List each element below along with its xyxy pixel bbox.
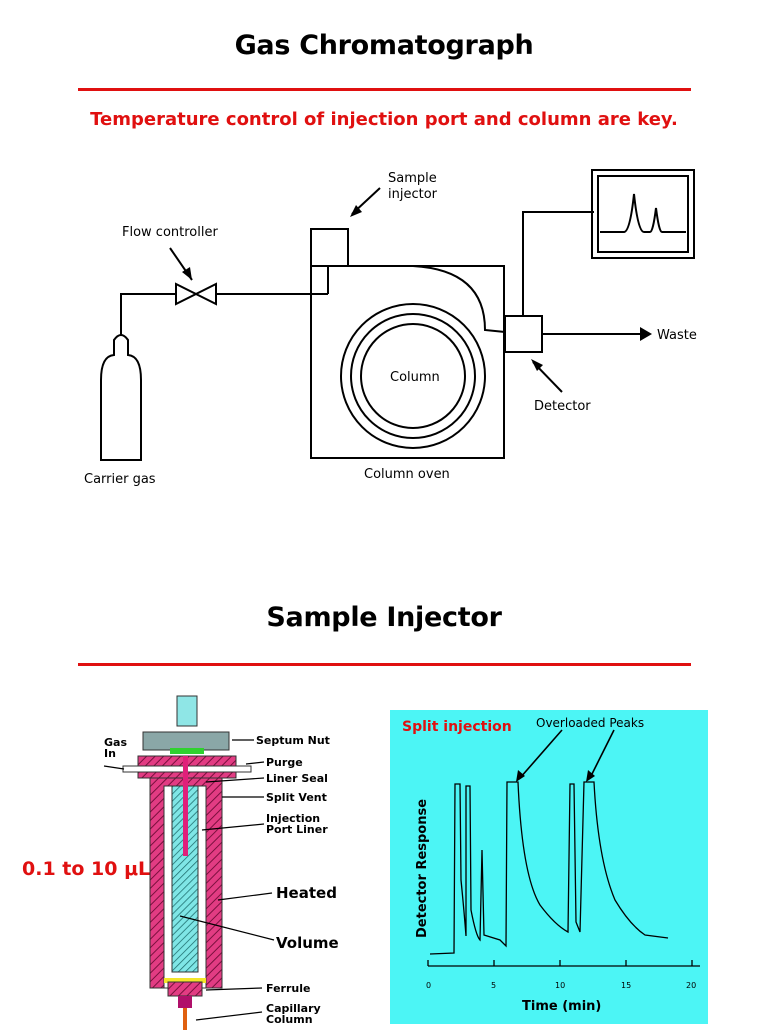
- detector-label: Detector: [534, 399, 591, 414]
- svg-text:Column: Column: [266, 1013, 313, 1026]
- title-divider: [78, 88, 691, 91]
- heated-label: Heated: [276, 884, 337, 902]
- waste-arrowhead: [640, 327, 652, 341]
- port-liner-label: Injection: [266, 812, 320, 825]
- sample-injector-label: Sample: [388, 171, 437, 186]
- x-axis-label: Time (min): [522, 999, 601, 1014]
- svg-text:5: 5: [491, 981, 496, 990]
- septum-nut: [142, 731, 230, 751]
- slide-title-2: Sample Injector: [266, 602, 502, 633]
- split-injection-label: Split injection: [402, 719, 512, 735]
- gas-cylinder: [100, 334, 142, 461]
- ferrule: [167, 981, 203, 997]
- svg-text:15: 15: [621, 981, 631, 990]
- liner-seal-label: Liner Seal: [266, 772, 328, 785]
- carrier-gas-label: Carrier gas: [84, 472, 156, 487]
- capillary-column: [183, 1008, 187, 1030]
- volume-note: 0.1 to 10 μL: [22, 858, 151, 880]
- split-injection-chromatogram: Split injection Overloaded Peaks Detecto…: [390, 710, 708, 1024]
- svg-text:10: 10: [555, 981, 565, 990]
- split-vent-label: Split Vent: [266, 791, 327, 804]
- svg-text:Port Liner: Port Liner: [266, 823, 328, 836]
- chromatogram-trace: [429, 781, 669, 955]
- svg-text:In: In: [104, 747, 116, 760]
- recorder-monitor-outer: [591, 169, 695, 259]
- title-divider-2: [78, 663, 691, 666]
- monitor-peaks: [600, 193, 686, 233]
- y-axis-label: Detector Response: [415, 799, 430, 938]
- slide-subtitle: Temperature control of injection port an…: [90, 109, 678, 130]
- injector-cross-section: Septum Nut Purge Liner Seal Split Vent I…: [103, 695, 339, 1030]
- chromatogram-plot: Split injection Overloaded Peaks Detecto…: [402, 716, 700, 1014]
- slide-gas-chromatograph: Gas Chromatograph Temperature control of…: [0, 0, 768, 512]
- septum-nut-label: Septum Nut: [256, 734, 330, 747]
- slide-title: Gas Chromatograph: [234, 30, 534, 61]
- svg-text:0: 0: [426, 981, 431, 990]
- column-coil: [340, 303, 486, 449]
- purge-label: Purge: [266, 756, 303, 769]
- detector-signal-line: [522, 211, 594, 316]
- column-oven-label: Column oven: [364, 467, 450, 482]
- svg-text:20: 20: [686, 981, 696, 990]
- sample-injector-block: [310, 228, 349, 267]
- capillary-column-label: Capillary: [266, 1002, 321, 1015]
- volume-label: Volume: [276, 934, 339, 952]
- gas-in-label: Gas: [104, 736, 127, 749]
- gc-schematic-diagram: Sample injector Flow controller Column W…: [84, 169, 697, 487]
- svg-text:injector: injector: [388, 187, 438, 202]
- syringe-barrel: [176, 695, 198, 727]
- flow-control-valve: [175, 282, 217, 306]
- carrier-gas-line: [120, 293, 176, 335]
- slide-sample-injector: Sample Injector: [0, 512, 768, 1024]
- ferrule-label: Ferrule: [266, 982, 310, 995]
- flow-controller-label: Flow controller: [122, 225, 218, 240]
- column-label: Column: [390, 370, 440, 385]
- waste-label: Waste: [657, 328, 697, 343]
- recorder-monitor-inner: [597, 175, 689, 253]
- overloaded-peaks-label: Overloaded Peaks: [536, 716, 644, 730]
- detector-box: [504, 315, 543, 353]
